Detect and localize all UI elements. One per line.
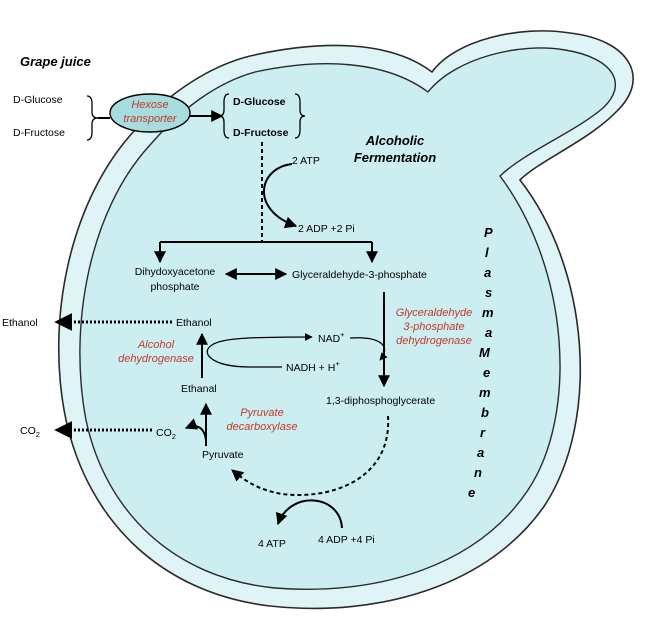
- membrane-letter: a: [485, 325, 492, 340]
- co2-external-label: CO2: [20, 425, 40, 439]
- membrane-letter: m: [479, 385, 491, 400]
- external-fructose-label: D-Fructose: [13, 127, 65, 139]
- membrane-letter: a: [484, 265, 491, 280]
- pdc-label-2: decarboxylase: [227, 421, 298, 433]
- dhap-label-1: Dihydoxyacetone: [135, 266, 216, 278]
- gapdh-label-3: dehydrogenase: [396, 335, 472, 347]
- transporter-label-1: Hexose: [131, 99, 168, 111]
- membrane-letter: n: [474, 465, 482, 480]
- ethanol-external-label: Ethanol: [2, 317, 38, 329]
- membrane-letter: s: [485, 285, 492, 300]
- process-title-1: Alcoholic: [365, 133, 425, 148]
- membrane-letter: e: [483, 365, 490, 380]
- internal-bracket-left: [218, 93, 230, 139]
- atp-out-label: 4 ATP: [258, 538, 286, 550]
- membrane-letter: l: [485, 245, 489, 260]
- grape-juice-title: Grape juice: [20, 54, 91, 69]
- internal-glucose-label: D-Glucose: [233, 96, 286, 108]
- gapdh-label-2: 3-phosphate: [403, 321, 464, 333]
- external-glucose-label: D-Glucose: [13, 94, 63, 106]
- external-bracket: [86, 95, 99, 141]
- membrane-letter: M: [479, 345, 491, 360]
- pyruvate-label: Pyruvate: [202, 449, 244, 461]
- adh-label-2: dehydrogenase: [118, 353, 194, 365]
- adp-out-label: 2 ADP +2 Pi: [298, 223, 355, 235]
- pdc-label-1: Pyruvate: [240, 407, 283, 419]
- gapdh-label-1: Glyceraldehyde: [396, 307, 472, 319]
- membrane-letter: a: [477, 445, 484, 460]
- co2-release-arc: [184, 418, 207, 441]
- nad-reduction-arc: [349, 337, 388, 361]
- cytoplasm: [79, 47, 616, 590]
- membrane-letter: m: [482, 305, 494, 320]
- membrane-letter: e: [468, 485, 475, 500]
- bpg-label: 1,3-diphosphoglycerate: [326, 395, 435, 407]
- g3p-label: Glyceraldehyde-3-phosphate: [292, 269, 427, 281]
- atp-consumption-arc: [263, 163, 298, 229]
- adp-in-label: 4 ADP +4 Pi: [318, 534, 375, 546]
- ethanol-label: Ethanol: [176, 317, 212, 329]
- transporter-label-2: transporter: [123, 113, 178, 125]
- dhap-label-2: phosphate: [150, 281, 199, 293]
- process-title-2: Fermentation: [354, 150, 436, 165]
- nadh-label: NADH + H+: [286, 359, 340, 374]
- co2-internal-label: CO2: [156, 427, 176, 441]
- internal-bracket-right: [294, 93, 306, 139]
- atp-generation-arc: [275, 499, 343, 529]
- atp-in-label: 2 ATP: [292, 155, 320, 167]
- ethanal-label: Ethanal: [181, 383, 217, 395]
- hexose-transporter: [109, 93, 191, 133]
- plasma-membrane-label: P l a s m a M e m b r a n e: [468, 225, 494, 500]
- internal-fructose-label: D-Fructose: [233, 127, 289, 139]
- membrane-letter: P: [484, 225, 493, 240]
- nad-label: NAD+: [318, 330, 345, 345]
- membrane-letter: r: [480, 425, 486, 440]
- membrane-letter: b: [481, 405, 489, 420]
- nadh-oxidation-line: [206, 333, 313, 368]
- adh-label-1: Alcohol: [137, 339, 175, 351]
